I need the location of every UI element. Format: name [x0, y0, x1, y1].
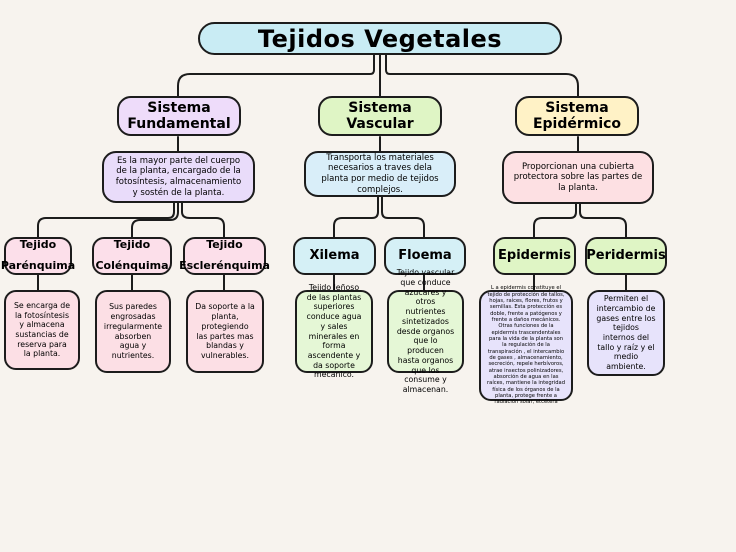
- tissue-label-line1: Tejido: [206, 238, 243, 252]
- leaf-epidermis: L a epidermis constituye el tejido de pr…: [479, 285, 573, 405]
- desc-sistema-epidermico: Proporcionan una cubierta protectora sob…: [502, 151, 654, 204]
- tissue-label-line1: Tejido: [113, 238, 151, 252]
- node-tejido-parenquima: Tejido Parénquima: [0, 237, 76, 275]
- node-peridermis: Peridermis: [585, 237, 667, 275]
- connector-title-epidermico: [385, 54, 579, 97]
- connector-title-fundamental: [177, 54, 375, 97]
- connector-vascular-xilema: [333, 196, 379, 238]
- leaf-floema: Tejido vascular que conduce azucares y o…: [387, 268, 464, 394]
- tissue-label-line2: Esclerénquima: [179, 259, 270, 272]
- leaf-peridermis: Permiten el intercambio de gases entre l…: [587, 290, 665, 376]
- connector-vascular-floema: [381, 196, 425, 238]
- connector-fundamental-parenquima: [37, 202, 175, 238]
- connector-fundamental-esclerenquima: [181, 202, 225, 238]
- leaf-colenquima: Sus paredes engrosadas irregularmente ab…: [95, 290, 171, 373]
- node-tejido-colenquima: Tejido Colénquima: [92, 237, 172, 275]
- node-sistema-fundamental: Sistema Fundamental: [117, 96, 241, 136]
- tissue-label-line1: Tejido: [19, 238, 57, 252]
- leaf-xilema: Tejido leñoso de las plantas superiores …: [295, 283, 373, 379]
- connector-fundamental-colenquima: [131, 202, 179, 238]
- leaf-parenquima: Se encarga de la fotosíntesis y almacena…: [4, 290, 80, 370]
- diagram-title: Tejidos Vegetales: [198, 22, 562, 55]
- connector-epidermico-peridermis: [579, 203, 627, 238]
- node-xilema: Xilema: [293, 237, 376, 275]
- leaf-esclerenquima: Da soporte a la planta, protegiendo las …: [186, 290, 264, 373]
- node-tejido-esclerenquima: Tejido Esclerénquima: [179, 237, 270, 275]
- tissue-label-line2: Parénquima: [0, 259, 76, 272]
- node-sistema-epidermico: Sistema Epidérmico: [515, 96, 639, 136]
- desc-sistema-fundamental: Es la mayor parte del cuerpo de la plant…: [102, 151, 255, 203]
- connector-epidermico-epidermis: [533, 203, 577, 238]
- node-sistema-vascular: Sistema Vascular: [318, 96, 442, 136]
- desc-sistema-vascular: Transporta los materiales necesarios a t…: [304, 151, 456, 197]
- node-epidermis: Epidermis: [493, 237, 576, 275]
- tissue-label-line2: Colénquima: [95, 259, 169, 272]
- node-floema: Floema: [384, 237, 466, 275]
